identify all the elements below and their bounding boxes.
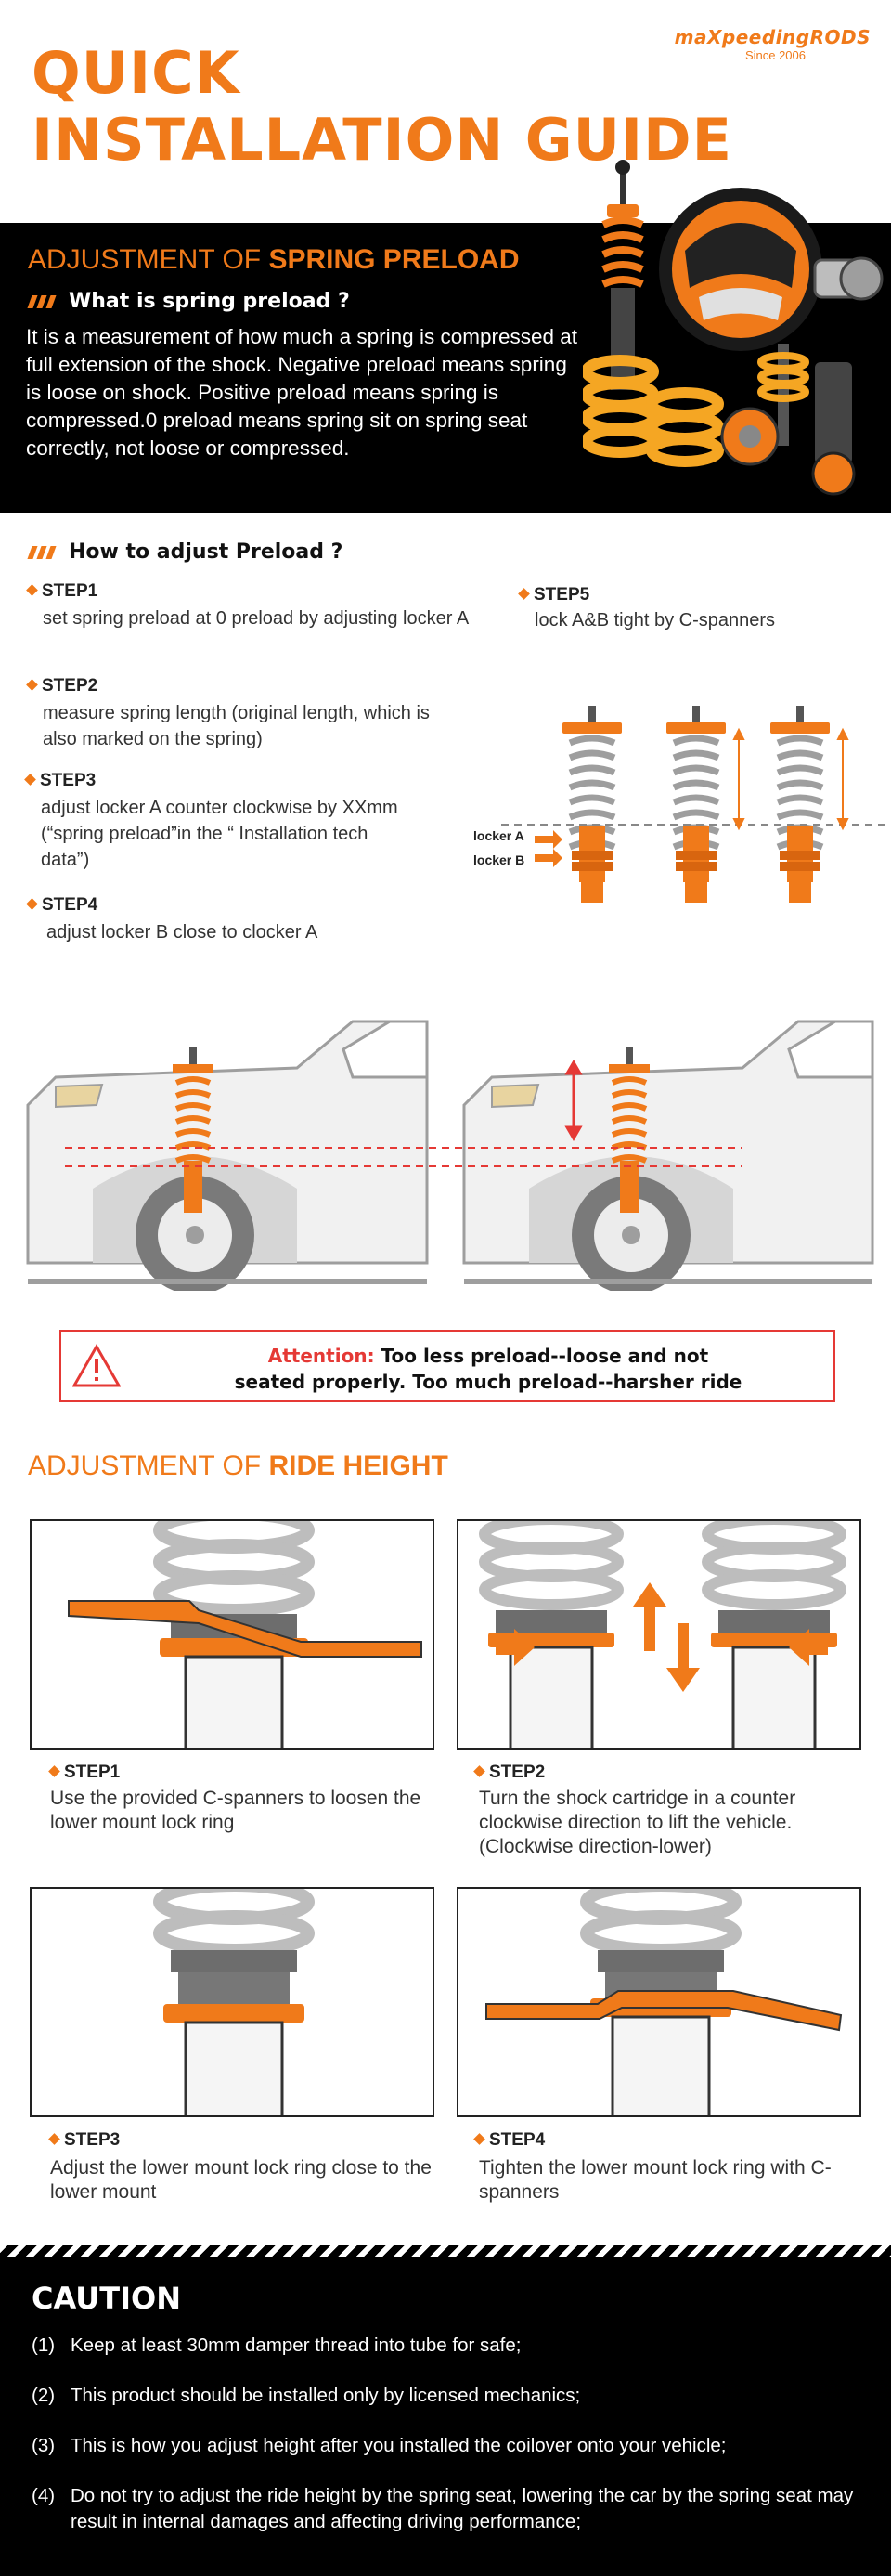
attention-label: Attention:	[267, 1345, 375, 1367]
slashes-icon	[27, 546, 59, 559]
ride-step-2-illustration	[479, 1521, 846, 1748]
preload-section-title: ADJUSTMENT OF SPRING PRELOAD	[28, 244, 519, 276]
ride-title-bold: RIDE HEIGHT	[268, 1451, 448, 1481]
caution-title: CAUTION	[32, 2281, 181, 2316]
attention-text-line1: Too less preload--loose and not	[374, 1345, 709, 1367]
caution-band	[0, 2245, 891, 2576]
car-preload-illustration	[26, 1020, 874, 1291]
ride-step-4-illustration	[485, 1889, 843, 2115]
ride-step-4-panel	[457, 1887, 861, 2117]
preload-step-5-text: lock A&B tight by C-spanners	[535, 610, 776, 631]
ride-step-1-label: STEP1	[50, 1763, 120, 1783]
caution-item-2-text: This product should be installed only by…	[71, 2385, 581, 2406]
ride-step-2-text: Turn the shock cartridge in a counter cl…	[479, 1788, 796, 1857]
caution-item-4: (4) Do not try to adjust the ride height …	[32, 2483, 867, 2535]
locker-b-label: locker B	[473, 852, 525, 867]
slashes-icon	[27, 295, 59, 308]
caution-item-4-text: Do not try to adjust the ride height by …	[71, 2485, 854, 2532]
caution-stripes	[0, 2245, 891, 2257]
how-heading-text: How to adjust Preload ?	[69, 540, 343, 564]
ride-step-3-label: STEP3	[50, 2130, 120, 2151]
caution-item-2-num: (2)	[32, 2385, 56, 2406]
preload-step-3-text: adjust locker A counter clockwise by XXm…	[41, 798, 398, 870]
preload-step-3-label: STEP3	[26, 771, 96, 791]
caution-item-2: (2) This product should be installed only…	[32, 2383, 867, 2409]
ride-step-3-panel	[30, 1887, 434, 2117]
ride-step-4-text: Tighten the lower mount lock ring with C…	[479, 2157, 832, 2203]
ride-step-2-label: STEP2	[475, 1763, 545, 1783]
caution-item-3: (3) This is how you adjust height after y…	[32, 2433, 867, 2459]
preload-step-2-text: measure spring length (original length, …	[43, 703, 430, 749]
ride-step-2-panel	[457, 1519, 861, 1750]
attention-text: Attention: Too less preload--loose and n…	[200, 1343, 776, 1395]
ride-step-1-text: Use the provided C-spanners to loosen th…	[50, 1788, 421, 1833]
preload-step-1-text: set spring preload at 0 preload by adjus…	[43, 608, 470, 629]
ride-step-3-text: Adjust the lower mount lock ring close t…	[50, 2157, 432, 2203]
ride-step-1-panel	[30, 1519, 434, 1750]
caution-item-1-num: (1)	[32, 2335, 56, 2356]
caution-item-3-text: This is how you adjust height after you …	[71, 2435, 727, 2456]
caution-item-4-num: (4)	[32, 2485, 56, 2506]
how-to-adjust-heading: How to adjust Preload ?	[27, 540, 343, 564]
ride-step-1-illustration	[68, 1521, 422, 1748]
caution-item-1-text: Keep at least 30mm damper thread into tu…	[71, 2335, 522, 2356]
attention-text-line2: seated properly. Too much preload--harsh…	[234, 1371, 742, 1393]
preload-title-normal: ADJUSTMENT OF	[28, 244, 269, 275]
preload-step-1-label: STEP1	[28, 581, 97, 602]
preload-step-4-label: STEP4	[28, 895, 97, 916]
preload-step-5-label: STEP5	[520, 585, 589, 605]
preload-title-bold: SPRING PRELOAD	[268, 244, 520, 275]
caution-item-1: (1) Keep at least 30mm damper thread into…	[32, 2333, 867, 2359]
ride-step-4-label: STEP4	[475, 2130, 545, 2151]
coilover-hero-illustration	[583, 160, 884, 496]
title-line-2: INSTALLATION GUIDE	[32, 106, 732, 174]
warning-triangle-icon	[72, 1343, 121, 1387]
ride-title-normal: ADJUSTMENT OF	[28, 1451, 269, 1481]
ride-step-3-illustration	[153, 1889, 315, 2115]
brand-since: Since 2006	[744, 48, 806, 62]
attention-box: Attention: Too less preload--loose and n…	[59, 1330, 835, 1402]
preload-coilover-diagram	[501, 687, 891, 947]
title-line-1: QUICK	[32, 39, 240, 107]
brand-logo: maXpeedingRODS	[674, 26, 871, 48]
what-heading-text: What is spring preload ?	[69, 290, 350, 313]
ride-height-section-title: ADJUSTMENT OF RIDE HEIGHT	[28, 1451, 448, 1482]
preload-step-2-label: STEP2	[28, 676, 97, 696]
locker-a-label: locker A	[473, 828, 524, 843]
caution-item-3-num: (3)	[32, 2435, 56, 2456]
preload-step-4-text: adjust locker B close to clocker A	[46, 922, 318, 943]
what-is-preload-heading: What is spring preload ?	[27, 290, 350, 313]
what-is-preload-text: It is a measurement of how much a spring…	[26, 325, 578, 460]
